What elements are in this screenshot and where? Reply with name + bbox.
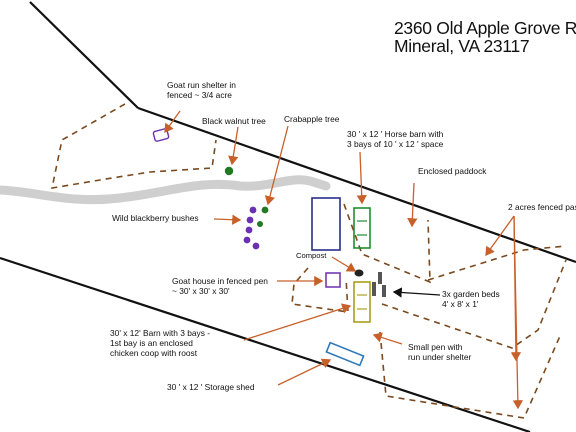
label-goat-house: Goat house in fenced pen ~ 30' x 30' x 3… (172, 276, 270, 296)
bush-icon (245, 226, 253, 234)
storage-shed (325, 341, 365, 367)
label-two-acres: 2 acres fenced pasture (508, 202, 576, 212)
label-enclosed-paddock: Enclosed paddock (418, 166, 487, 176)
label-small-pen: Small pen with run under shelter (408, 342, 472, 362)
label-crabapple: Crabapple tree (284, 114, 340, 124)
black-walnut-tree-icon (224, 166, 234, 176)
bush-icon (246, 216, 254, 224)
label-storage-shed: 30 ' x 12 ' Storage shed (167, 382, 255, 392)
label-black-walnut: Black walnut tree (202, 116, 266, 126)
callout-arrows (164, 110, 524, 410)
label-blackberry: Wild blackberry bushes (112, 213, 199, 223)
label-garden-beds: 3x garden beds 4' x 8' x 1' (442, 289, 502, 309)
horse-barn (353, 207, 371, 249)
blackberry-bushes (243, 206, 269, 250)
label-goat-run-shelter: Goat run shelter in fenced ~ 3/4 acre (167, 80, 238, 100)
bush-icon (249, 206, 257, 214)
chicken-barn (353, 281, 371, 323)
label-compost: Compost (296, 251, 327, 260)
goat-house (325, 272, 341, 288)
tree-icon (257, 221, 263, 227)
label-barn: 30' x 12' Barn with 3 bays - 1st bay is … (110, 328, 212, 358)
label-horse-barn: 30 ' x 12 ' Horse barn with 3 bays of 10… (347, 129, 446, 149)
driveway (0, 175, 331, 205)
bush-icon (243, 236, 251, 244)
goat-run-shelter (152, 128, 170, 142)
compost-icon (354, 269, 364, 277)
navy-building (311, 197, 341, 251)
crabapple-tree-icon (261, 206, 269, 214)
address-line-2: Mineral, VA 23117 (394, 36, 529, 56)
address-line-1: 2360 Old Apple Grove Road (394, 18, 576, 38)
fence-lines (50, 103, 567, 419)
bush-icon (252, 242, 260, 250)
garden-beds (372, 272, 386, 297)
